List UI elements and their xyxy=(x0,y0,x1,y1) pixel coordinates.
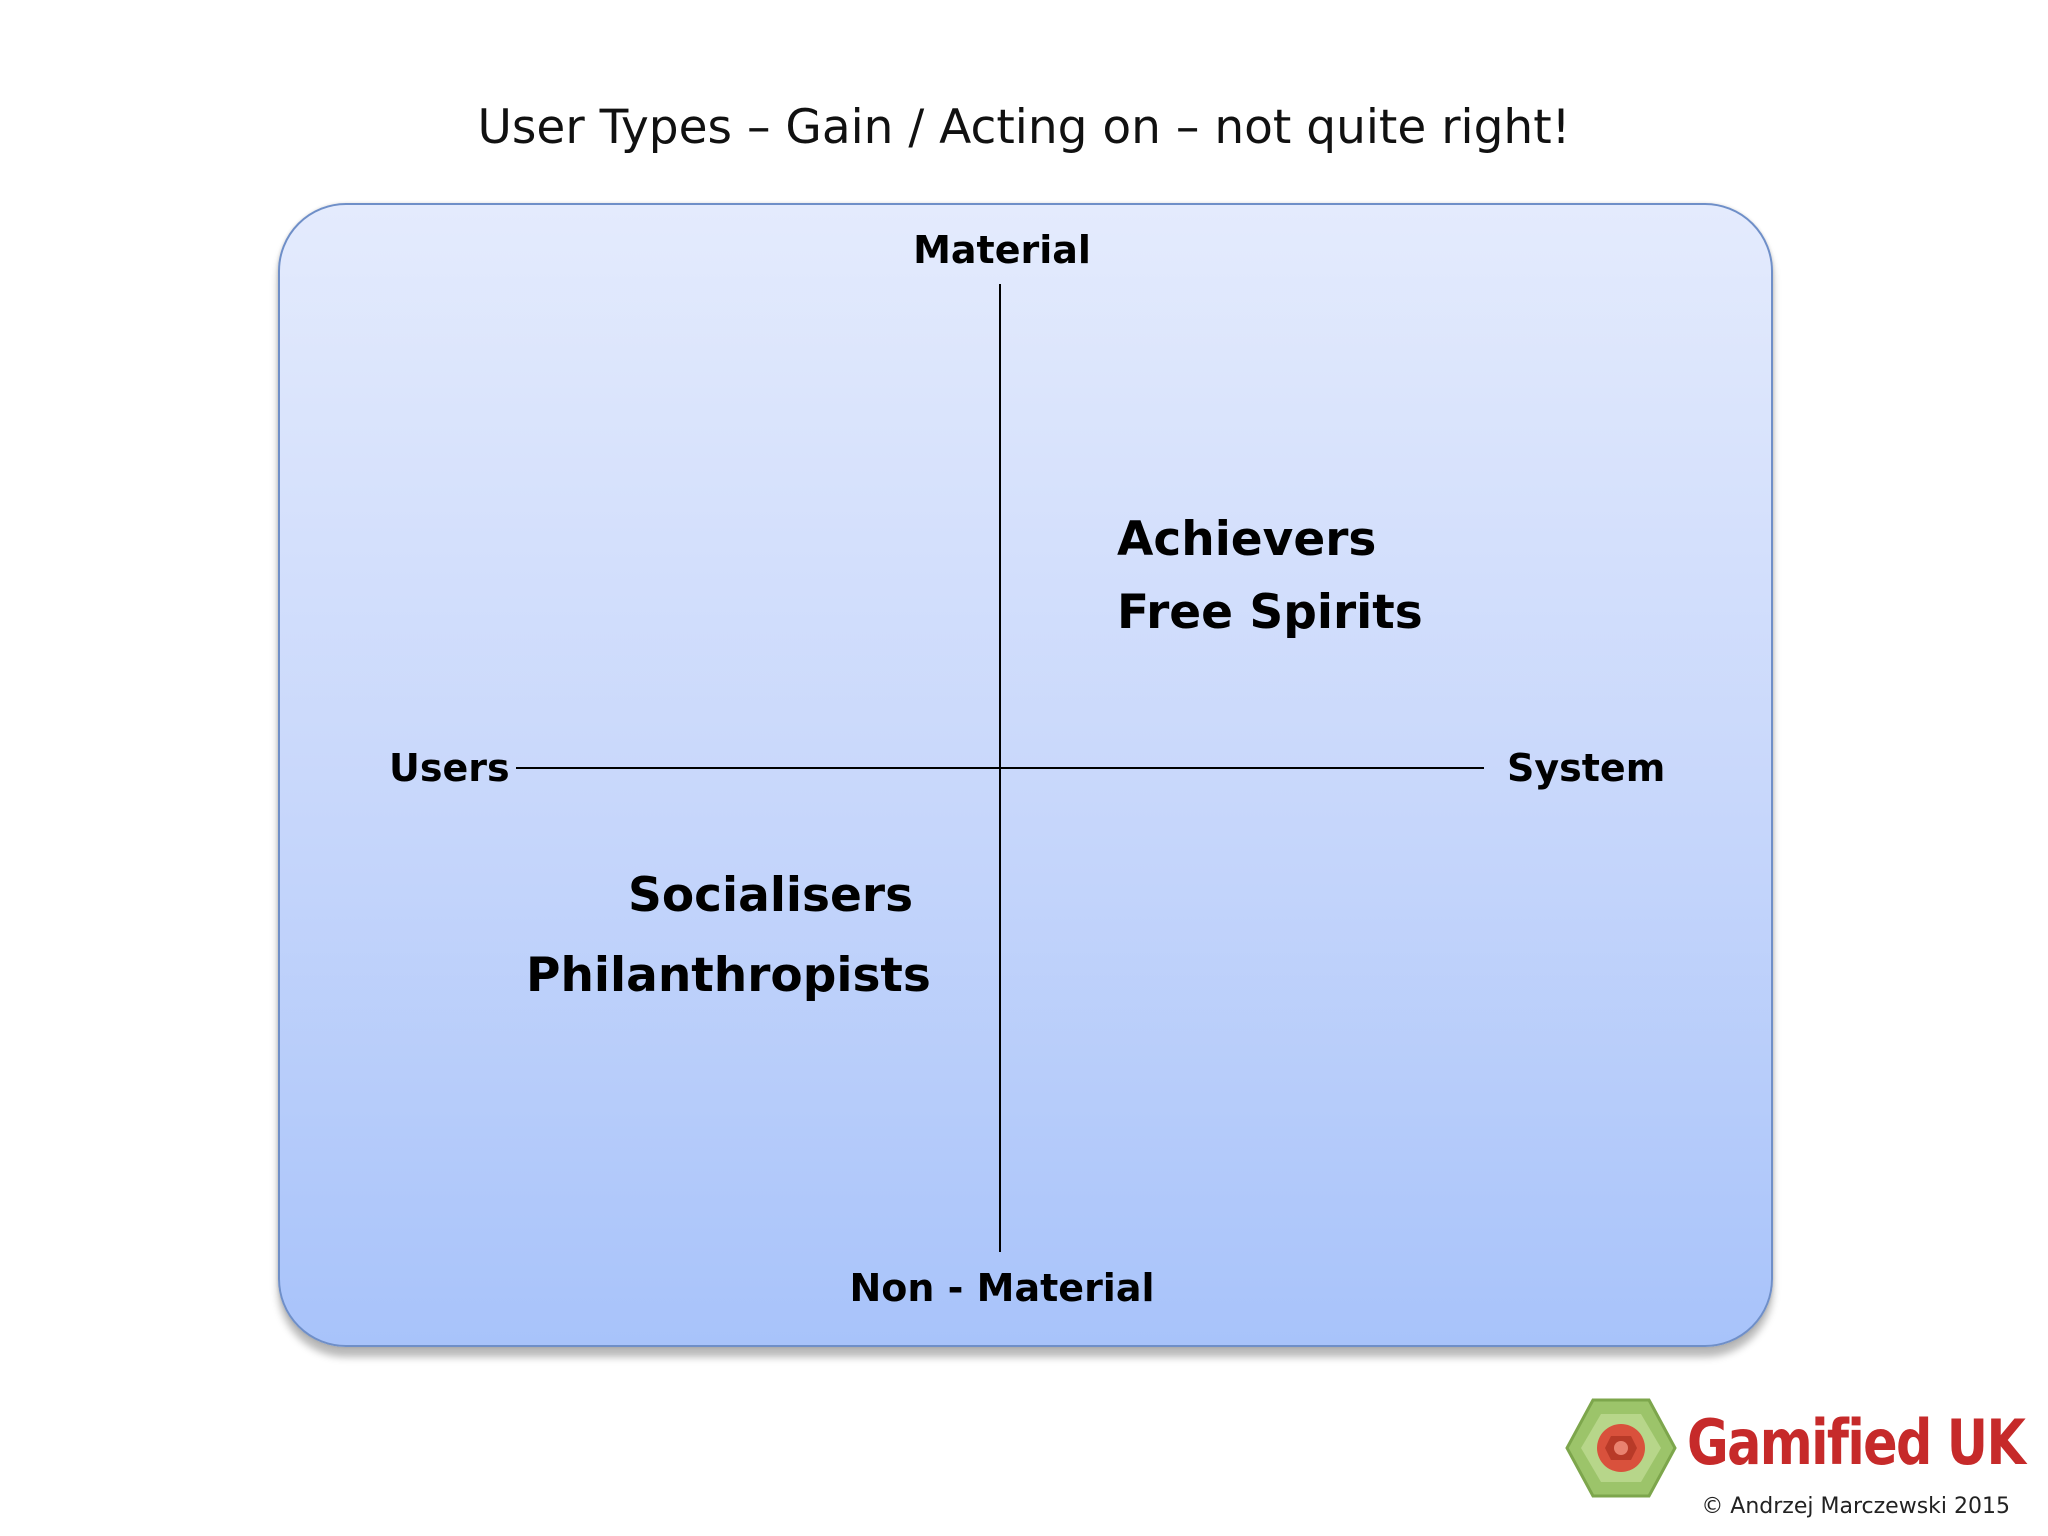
copyright-notice: © Andrzej Marczewski 2015 xyxy=(1701,1494,2010,1519)
quadrant-label-achievers: Achievers xyxy=(1117,512,1377,567)
logo-text: Gamified UK xyxy=(1687,1406,2026,1479)
axis-label-system: System xyxy=(1507,746,1666,790)
quadrant-label-philanthropists: Philanthropists xyxy=(526,948,931,1003)
hexagon-badge-icon xyxy=(1565,1398,1677,1498)
quadrant-panel xyxy=(278,203,1773,1347)
quadrant-label-free-spirits: Free Spirits xyxy=(1117,585,1423,640)
gamified-uk-logo: Gamified UK xyxy=(1565,1398,2026,1498)
axis-label-material: Material xyxy=(913,228,1091,272)
axis-label-non-material: Non - Material xyxy=(849,1266,1155,1310)
horizontal-axis xyxy=(516,767,1484,769)
axis-label-users: Users xyxy=(389,746,510,790)
slide-title: User Types – Gain / Acting on – not quit… xyxy=(477,100,1571,155)
quadrant-label-socialisers: Socialisers xyxy=(628,868,914,923)
